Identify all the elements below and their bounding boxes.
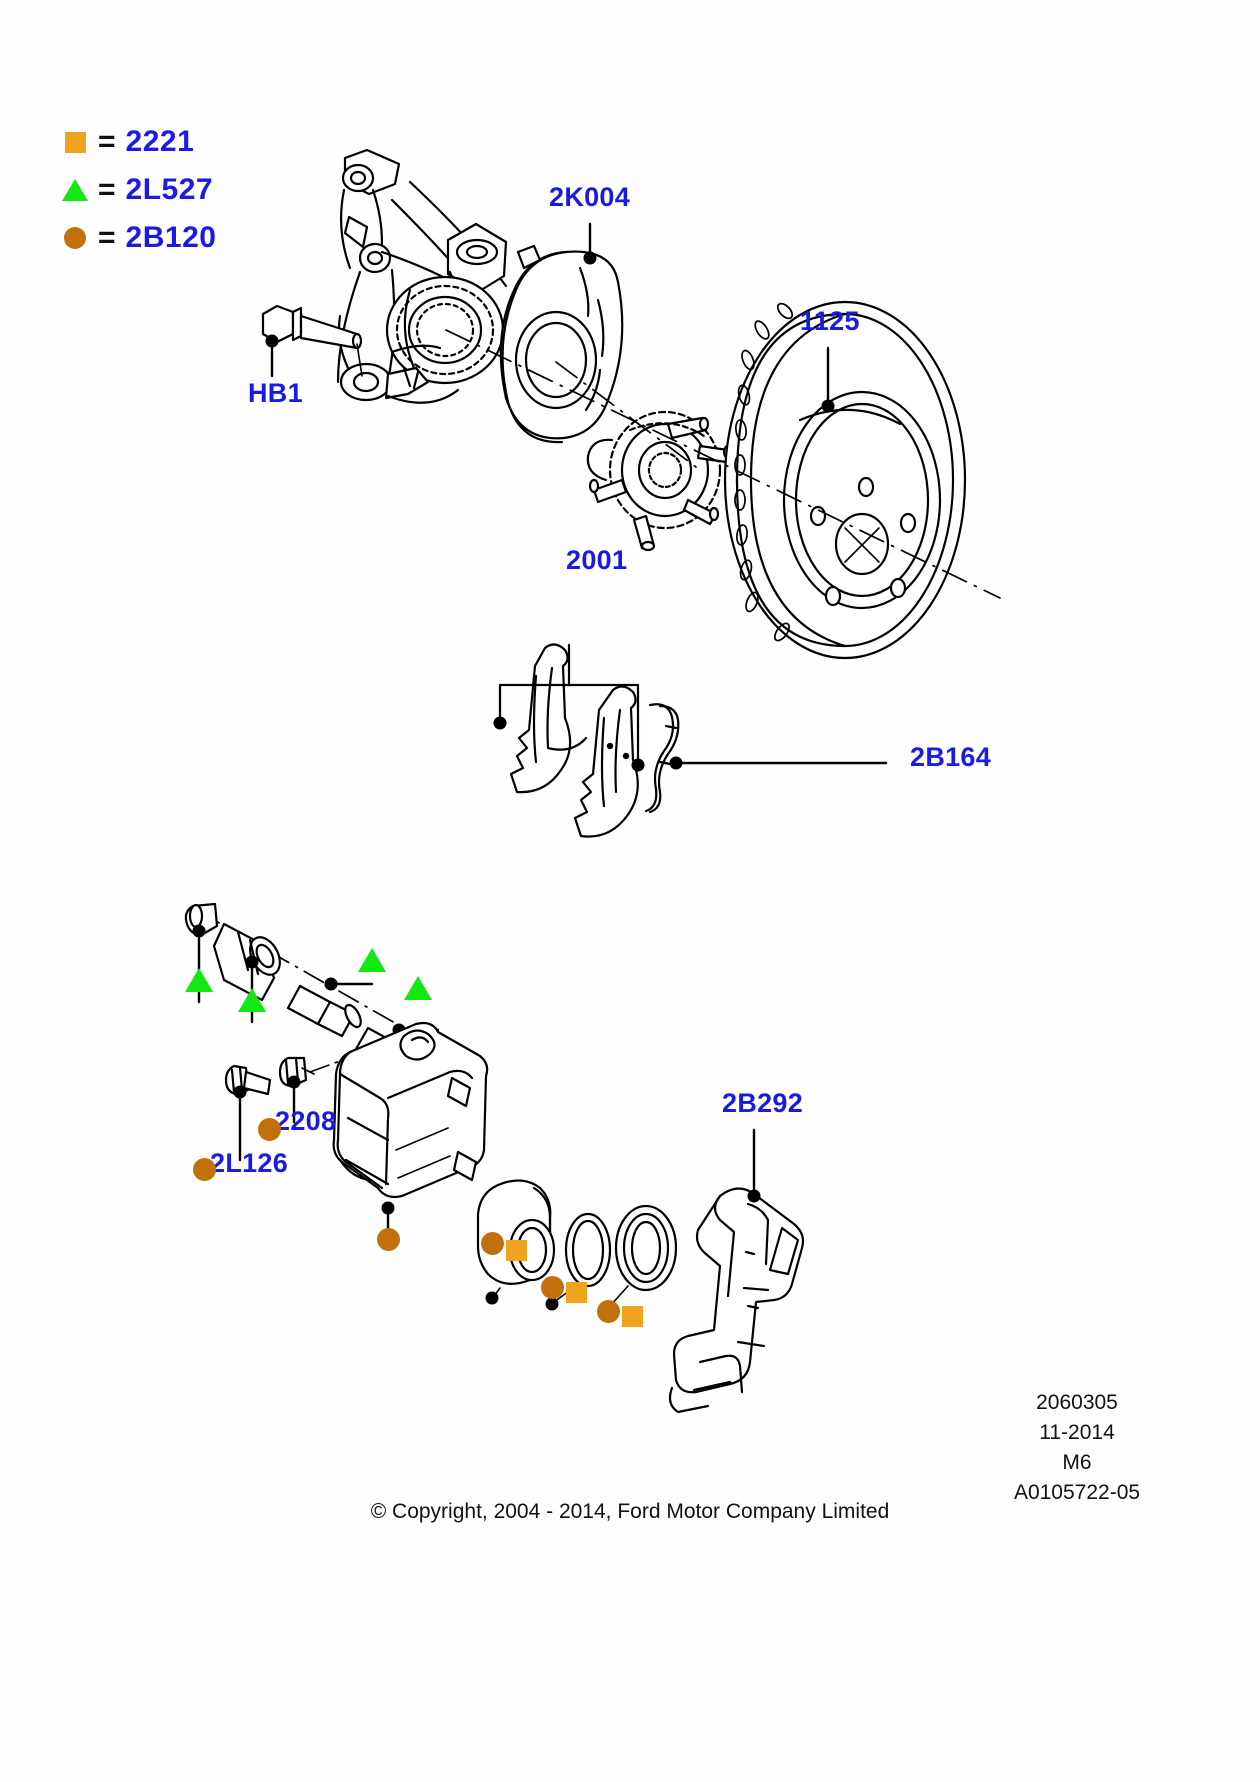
- marker-triangle-2L527: [238, 988, 266, 1012]
- marker-circle-2B120: [193, 1158, 216, 1181]
- drawing-number: 2060305: [1036, 1391, 1118, 1414]
- assembly-centre-axis: [445, 329, 1001, 599]
- marker-triangle-2L527: [404, 976, 432, 1000]
- legend-code-2L527: 2L527: [125, 173, 214, 206]
- brake-pad-set-drawing: [493, 643, 645, 838]
- marker-triangle-2L527: [358, 948, 386, 972]
- brake-pad-clip-drawing: [644, 703, 888, 814]
- wheel-hub-drawing: [586, 410, 734, 552]
- hub-to-shield-axis: [555, 361, 701, 471]
- drawing-revision: M6: [1062, 1451, 1092, 1474]
- copyright-notice: © Copyright, 2004 - 2014, Ford Motor Com…: [370, 1500, 890, 1523]
- legend-equals-sign: =: [98, 173, 116, 206]
- callout-label-2B292: 2B292: [722, 1088, 804, 1118]
- triangle-marker-icon: [58, 179, 92, 201]
- symbol-legend: = 2221 = 2L527 = 2B120: [58, 118, 216, 262]
- callout-label-2001: 2001: [566, 545, 628, 575]
- marker-circle-2B120: [377, 1228, 400, 1251]
- drawing-metadata-block: 2060305 11-2014 M6 A0105722-05: [982, 1388, 1172, 1508]
- callout-label-2208: 2208: [275, 1106, 337, 1136]
- drawing-date: 11-2014: [1039, 1421, 1115, 1444]
- marker-circle-2B120: [541, 1276, 564, 1299]
- legend-item-2221: = 2221: [58, 118, 216, 166]
- legend-code-2B120: 2B120: [125, 221, 217, 254]
- brake-disc-drawing: [723, 300, 967, 660]
- legend-item-2L527: = 2L527: [58, 166, 216, 214]
- callout-label-1125: 1125: [800, 306, 860, 336]
- marker-circle-2B120: [597, 1300, 620, 1323]
- legend-equals-sign: =: [98, 125, 116, 158]
- legend-equals-sign: =: [98, 221, 116, 254]
- marker-square-2221: [622, 1306, 643, 1327]
- dust-boot-drawing: [601, 1204, 678, 1319]
- marker-circle-2B120: [481, 1232, 504, 1255]
- caliper-anchor-bracket-drawing: [668, 1128, 805, 1414]
- marker-circle-2B120: [258, 1118, 281, 1141]
- callout-label-2B164: 2B164: [910, 742, 992, 772]
- brake-disc-shield-drawing: [499, 222, 624, 444]
- caliper-piston-drawing: [476, 1179, 556, 1305]
- bleed-screw-drawing: [224, 1049, 371, 1162]
- circle-marker-icon: [58, 227, 92, 249]
- square-marker-icon: [58, 131, 92, 153]
- steering-knuckle-drawing: [336, 148, 508, 404]
- figure-id: A0105722-05: [1013, 1481, 1141, 1504]
- marker-triangle-2L527: [185, 968, 213, 992]
- marker-square-2221: [566, 1282, 587, 1303]
- legend-code-2221: 2221: [125, 125, 195, 158]
- marker-square-2221: [506, 1240, 527, 1261]
- callout-label-2K004: 2K004: [549, 182, 631, 212]
- piston-seal-drawing: [545, 1212, 612, 1311]
- hub-bolt-drawing: [261, 304, 363, 378]
- legend-item-2B120: = 2B120: [58, 214, 216, 262]
- callout-label-HB1: HB1: [248, 378, 303, 408]
- callout-label-2L126: 2L126: [210, 1148, 289, 1178]
- brake-caliper-drawing: [332, 1021, 489, 1238]
